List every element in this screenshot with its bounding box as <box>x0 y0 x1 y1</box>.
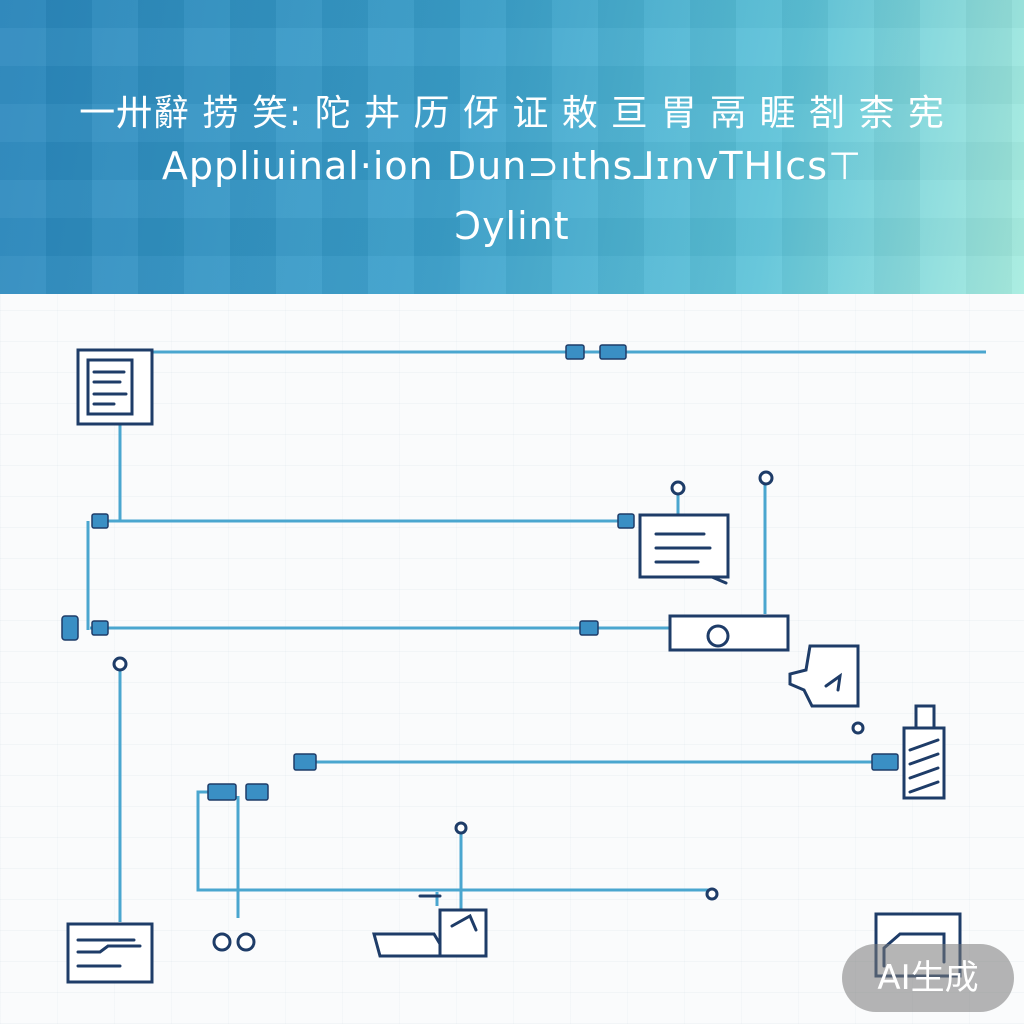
connector-loop-a <box>207 783 237 801</box>
tag-icon <box>788 644 860 708</box>
ring-right-top <box>758 470 774 486</box>
header-banner: 一卅辭 捞 笑: 陀 丼 历 伢 证 敕 亘 胃 鬲 睚 剳 柰 宪 Appli… <box>0 0 1024 294</box>
ring-riser-b <box>454 821 468 835</box>
connectors <box>61 344 899 801</box>
document-icon <box>76 348 154 426</box>
connector-row2-left <box>91 513 109 529</box>
connector-row4-right <box>871 753 899 771</box>
flow-diagram <box>61 344 986 984</box>
ring-mid-top <box>670 480 686 496</box>
ring-pair-a <box>212 932 232 952</box>
camera-box-icon <box>668 614 790 652</box>
folder-box-icon <box>372 894 488 958</box>
wire-network <box>86 350 986 922</box>
connector-leftedge <box>61 615 79 641</box>
page-title-latin: Appliuinal·ion Dun⊃ıths⅃ɪnvTHIcs⊤ <box>161 144 863 188</box>
striped-device-icon <box>902 704 946 800</box>
connector-row3-right <box>579 620 599 636</box>
connector-top-a <box>565 344 585 360</box>
ring-nodes <box>112 470 865 952</box>
connector-top-b <box>599 344 627 360</box>
ring-loop-end <box>705 887 719 901</box>
ring-pair-b <box>236 932 256 952</box>
page-subtitle: Ͻylint <box>454 204 570 248</box>
dock-tray-icon <box>66 922 154 984</box>
page-title-chinese: 一卅辭 捞 笑: 陀 丼 历 伢 证 敕 亘 胃 鬲 睚 剳 柰 宪 <box>79 93 945 134</box>
connector-row3-left <box>91 620 109 636</box>
connector-row4-left <box>293 753 317 771</box>
connector-row2-right <box>617 513 635 529</box>
wire-loop <box>196 790 710 892</box>
ring-left <box>112 656 128 672</box>
list-panel-icon <box>638 513 730 585</box>
ring-tag-tail <box>851 721 865 735</box>
connector-loop-b <box>245 783 269 801</box>
ai-generated-badge: AI生成 <box>842 944 1014 1012</box>
